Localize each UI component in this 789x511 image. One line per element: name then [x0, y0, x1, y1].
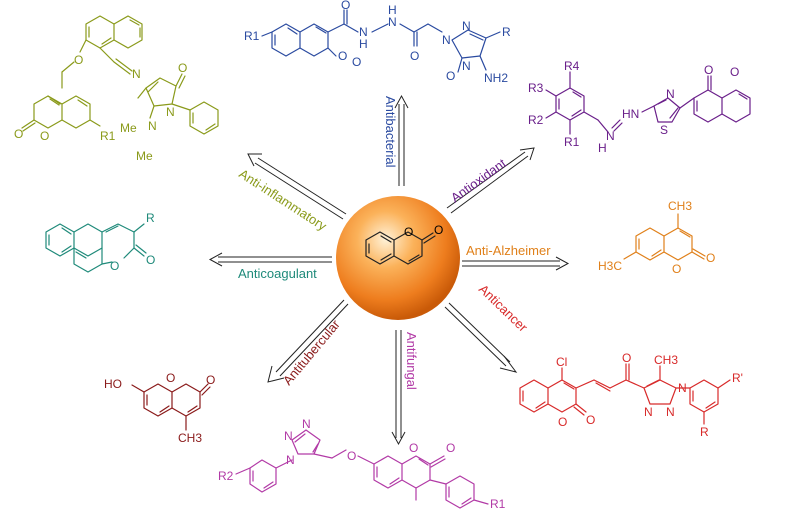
core-carbonyl-oxygen: O — [434, 223, 443, 237]
ac-triazole-n2: N — [666, 405, 675, 419]
at-carbonyl-oxygen: O — [206, 373, 215, 387]
ab-carbonyl-oxygen: O — [352, 55, 361, 69]
af-r2: R2 — [218, 469, 234, 483]
ai-carbonyl-oxygen: O — [14, 127, 23, 141]
ac-cl: Cl — [556, 355, 567, 369]
ab-h-2: H — [388, 3, 397, 17]
ac-triazole-n1: N — [678, 381, 687, 395]
at-ch3: CH3 — [178, 431, 202, 445]
af-r1: R1 — [490, 497, 506, 511]
acg-r: R — [146, 211, 155, 225]
ab-amide-oxygen: O — [341, 0, 350, 12]
arrow-antialzheimer — [462, 256, 570, 271]
ai-pyrazole-n2: N — [148, 119, 157, 133]
ab-nh-2: N — [388, 15, 397, 29]
structure-anticancer: Cl O O O CH3 N N N R' R — [519, 351, 743, 439]
core-coumarin: O O — [336, 196, 460, 320]
structure-antioxidant: R4 R3 R2 R1 H N HN N S O O — [528, 59, 751, 155]
ab-r: R — [502, 25, 511, 39]
structure-antitubercular: HO O O CH3 — [104, 371, 215, 445]
label-antioxidant: Antioxidant — [448, 155, 509, 205]
ab-triazolone-oxygen: O — [446, 69, 455, 83]
az-ring-oxygen: O — [672, 262, 681, 276]
label-anticoagulant: Anticoagulant — [238, 266, 317, 281]
ab-triazole-n3: N — [462, 59, 471, 73]
ab-triazole-n2: N — [462, 19, 471, 33]
label-antiinflammatory: Anti-inflammatory — [236, 166, 329, 234]
ai-me-2: Me — [136, 149, 153, 163]
arrow-antibacterial — [394, 94, 409, 186]
af-triazole-n3: N — [302, 417, 311, 431]
az-ch3: CH3 — [668, 199, 692, 213]
ao-r1: R1 — [564, 135, 580, 149]
ai-r1: R1 — [100, 129, 116, 143]
ac-lactone-oxygen: O — [586, 413, 595, 427]
ab-ring-oxygen: O — [338, 49, 347, 63]
af-triazole-n1: N — [286, 453, 295, 467]
ao-h: H — [598, 141, 607, 155]
label-antifungal: Antifungal — [404, 332, 419, 390]
ao-ring-oxygen: O — [730, 65, 739, 79]
arrow-anticoagulant — [208, 252, 332, 267]
label-antibacterial: Antibacterial — [383, 96, 398, 168]
structure-antialzheimer: CH3 H3C O O — [598, 199, 715, 276]
arrow-antifungal — [391, 330, 406, 446]
ac-triazole-n3: N — [644, 405, 653, 419]
ac-r-prime: R' — [732, 371, 743, 385]
structure-antifungal: R2 N N N O O O R1 — [218, 417, 506, 511]
ao-r3: R3 — [528, 81, 544, 95]
ao-thiazole-s: S — [660, 123, 668, 137]
acg-carbonyl-oxygen: O — [146, 253, 155, 267]
acg-ring-oxygen: O — [110, 259, 119, 273]
ao-imine-n: N — [606, 129, 615, 143]
at-ho: HO — [104, 377, 122, 391]
arrow-antitubercular — [267, 299, 349, 383]
label-antialzheimer: Anti-Alzheimer — [466, 243, 551, 258]
ao-r2: R2 — [528, 113, 544, 127]
ai-me-1: Me — [120, 121, 137, 135]
activity-arrows — [208, 94, 570, 446]
af-ether-oxygen: O — [347, 449, 356, 463]
ab-r1: R1 — [244, 29, 260, 43]
af-ring-oxygen: O — [409, 441, 418, 455]
ac-ketone-oxygen: O — [622, 351, 631, 365]
ai-imine-n: N — [132, 67, 141, 81]
ab-h-1: H — [359, 37, 368, 51]
af-carbonyl-oxygen: O — [446, 441, 455, 455]
ab-triazole-n1: N — [442, 33, 451, 47]
label-antitubercular: Antitubercular — [280, 316, 343, 388]
ai-ether-oxygen: O — [74, 53, 83, 67]
ab-amide2-oxygen: O — [410, 49, 419, 63]
ac-r: R — [700, 425, 709, 439]
ac-ch3: CH3 — [654, 353, 678, 367]
ab-nh2: NH2 — [484, 71, 508, 85]
az-h3c: H3C — [598, 259, 622, 273]
arrow-antiinflammatory — [247, 153, 347, 220]
ao-r4: R4 — [564, 59, 580, 73]
arrow-antioxidant — [446, 147, 535, 214]
az-carbonyl-oxygen: O — [706, 251, 715, 265]
ab-nh-1: N — [359, 25, 368, 39]
core-ring-oxygen: O — [404, 225, 413, 239]
structure-antiinflammatory: O N O O O Me Me N N R1 — [14, 15, 219, 163]
label-anticancer: Anticancer — [476, 281, 531, 335]
af-triazole-n2: N — [284, 429, 293, 443]
arrow-anticancer — [444, 302, 518, 373]
structure-antibacterial: R1 O O O N H N H O N N N O R NH2 — [244, 0, 511, 85]
ac-ring-oxygen: O — [558, 415, 567, 429]
ai-pyrazolone-oxygen: O — [178, 61, 187, 75]
ai-pyrazole-n1: N — [166, 105, 175, 119]
ao-thiazole-n: N — [666, 87, 675, 101]
structure-anticoagulant: R O O — [45, 211, 155, 273]
ao-carbonyl-oxygen: O — [704, 63, 713, 77]
at-ring-oxygen: O — [166, 371, 175, 385]
ao-hn: HN — [622, 107, 639, 121]
ai-ring-oxygen: O — [40, 129, 49, 143]
